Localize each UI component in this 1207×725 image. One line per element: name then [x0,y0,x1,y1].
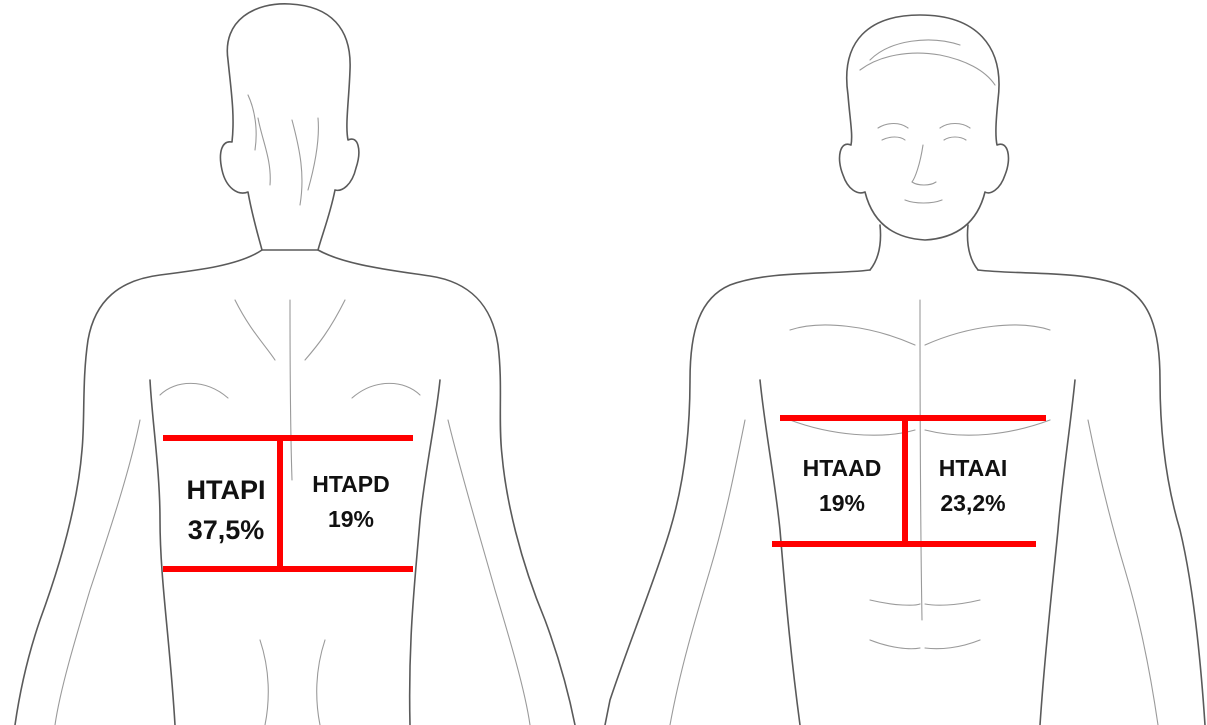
back-shoulder-blades [160,300,420,480]
front-abs [870,600,980,649]
front-neck [870,225,978,270]
htapi-percent: 37,5% [188,515,265,545]
htapd-percent: 19% [328,506,374,532]
front-view-figure [605,15,1205,725]
front-region-markers [772,418,1046,544]
front-left-arm-inner [670,420,745,725]
htaai-code: HTAAI [939,455,1008,481]
htaad-percent: 19% [819,490,865,516]
back-torso-right-side [410,380,440,725]
back-right-arm-inner [448,420,530,725]
front-left-region-label: HTAAD 19% [803,455,882,516]
front-torso-left-side [760,380,800,725]
front-hair [860,40,995,85]
front-right-shoulder-arm [978,270,1205,725]
front-right-arm-inner [1088,420,1158,725]
htapi-code: HTAPI [187,475,266,505]
back-lower-back [260,640,325,725]
htapd-code: HTAPD [312,471,390,497]
back-left-region-label: HTAPI 37,5% [187,475,266,545]
htaai-percent: 23,2% [940,490,1005,516]
front-face-features [878,124,970,204]
back-right-region-label: HTAPD 19% [312,471,390,532]
back-left-arm-inner [55,420,140,725]
back-view-figure [15,4,575,725]
front-right-region-label: HTAAI 23,2% [939,455,1008,516]
front-torso-right-side [1040,380,1075,725]
back-hair-strands [248,95,318,205]
htaad-code: HTAAD [803,455,882,481]
back-head-outline [220,4,358,250]
front-head-outline [840,15,1009,240]
back-torso-left-side [150,380,175,725]
